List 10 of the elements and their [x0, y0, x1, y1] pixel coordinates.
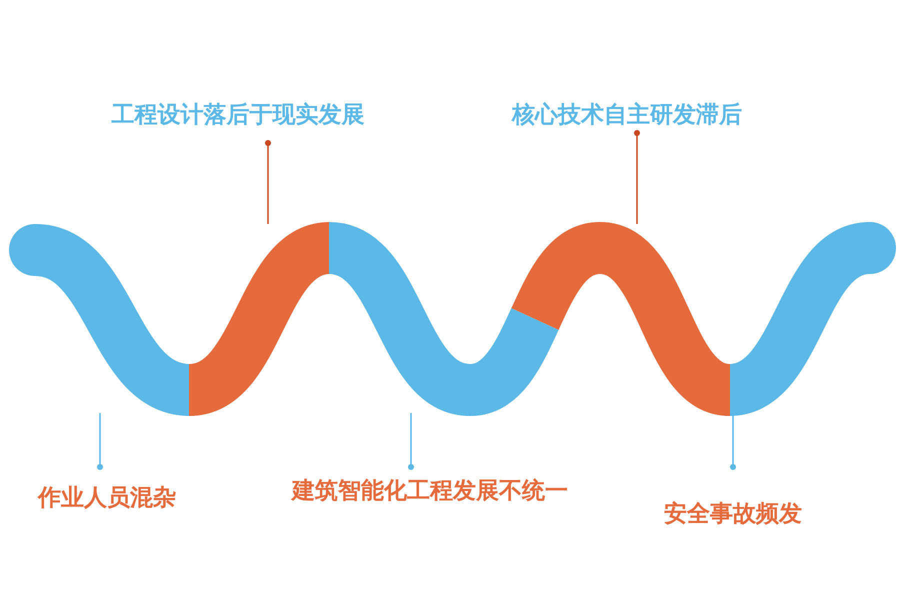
leader-line [634, 130, 640, 224]
label-text: 工程设计落后于现实发展 [112, 100, 364, 130]
leader-line [265, 140, 271, 224]
label-text: 建筑智能化工程发展不统一 [292, 476, 568, 506]
leader-line [408, 413, 414, 470]
label-text: 作业人员混杂 [38, 483, 176, 513]
leader-line [730, 413, 736, 470]
leader-line [97, 413, 103, 470]
label-text: 安全事故频发 [664, 499, 802, 529]
label-text: 核心技术自主研发滞后 [512, 100, 742, 130]
